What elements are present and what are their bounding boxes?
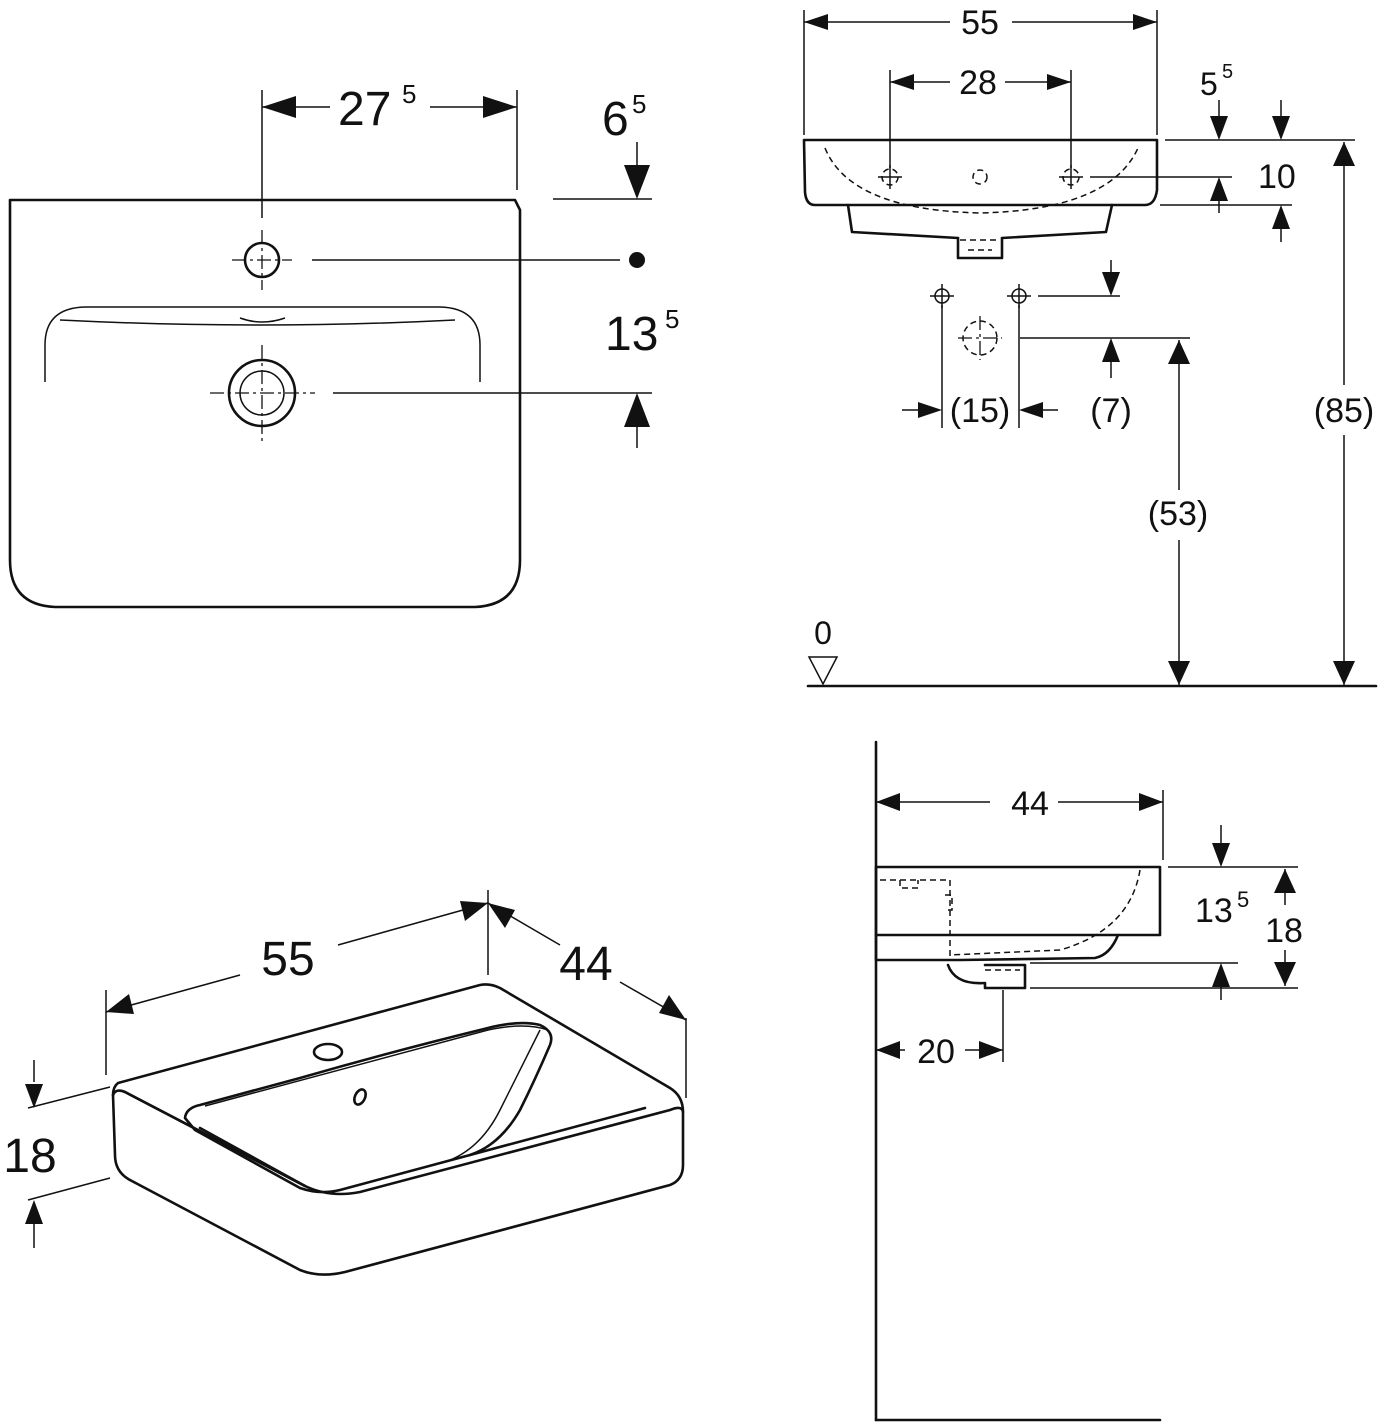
front-total-height-label: (85) [1314, 392, 1374, 430]
isometric-overflow [353, 1088, 367, 1106]
front-tap-span-label: 28 [959, 64, 997, 102]
drain-offset-sup: 5 [665, 304, 679, 334]
side-view-outline [874, 865, 1162, 962]
front-width-label: 55 [961, 4, 999, 42]
side-height-label: 18 [1265, 912, 1303, 950]
front-view: 55 28 5 5 10 (15) (7) (53) (85) 0 [802, 4, 1378, 688]
front-rim-sup: 5 [1222, 61, 1233, 83]
side-inner-sup: 5 [1237, 887, 1249, 912]
front-view-outline [802, 138, 1159, 207]
top-view: 27 5 6 5 13 5 [8, 79, 679, 609]
side-view: 44 13 5 18 20 [874, 740, 1303, 1422]
iso-width-label: 55 [261, 933, 314, 986]
isometric-view: 55 44 18 [3, 890, 687, 1276]
top-view-bowl [44, 306, 481, 382]
side-drain-distance-label: 20 [917, 1033, 955, 1071]
isometric-tap-hole [312, 1042, 344, 1062]
front-mount-height-label: (7) [1090, 392, 1132, 430]
tap-offset-sup: 5 [632, 89, 646, 119]
front-drain-height-label: (53) [1148, 495, 1208, 533]
front-view-trap [956, 236, 1004, 260]
iso-height-label: 18 [3, 1130, 56, 1183]
front-rim-label: 5 [1200, 66, 1218, 102]
drain-offset-label: 13 [605, 308, 658, 361]
side-inner-label: 13 [1195, 892, 1233, 930]
tap-offset-label: 6 [602, 93, 629, 146]
floor-level-label: 0 [814, 615, 832, 651]
side-depth-label: 44 [1011, 785, 1049, 823]
iso-depth-label: 44 [559, 938, 612, 991]
isometric-bowl [183, 1021, 553, 1194]
top-width-label: 27 [338, 83, 391, 136]
front-mount-spacing-label: (15) [950, 392, 1010, 430]
top-width-sup: 5 [402, 79, 416, 109]
front-tap-drop-label: 10 [1258, 158, 1296, 196]
isometric-outline [111, 983, 685, 1276]
side-view-trap [946, 963, 1027, 990]
floor-level-marker [807, 656, 839, 686]
top-view-outline [8, 198, 522, 609]
